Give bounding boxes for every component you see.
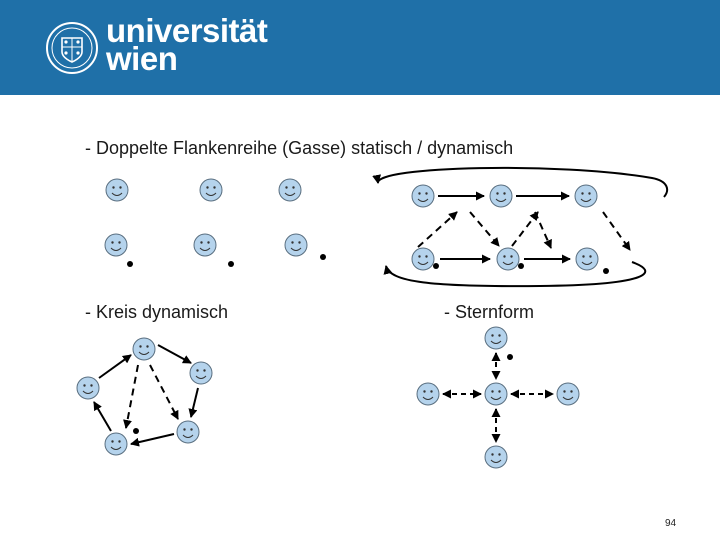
face-icon — [284, 233, 308, 257]
face-icon — [575, 247, 599, 271]
face-icon — [574, 184, 598, 208]
face-icon — [484, 445, 508, 469]
run-arrow — [123, 364, 139, 429]
brand-line1: universität — [106, 12, 268, 49]
pass-arrow — [93, 401, 112, 432]
pass-arrow — [157, 344, 192, 364]
face-icon — [105, 178, 129, 202]
ball-marker — [127, 261, 133, 267]
face-icon — [104, 432, 128, 456]
face-icon — [489, 184, 513, 208]
ball-marker — [518, 263, 524, 269]
face-icon — [556, 382, 580, 406]
brand-line2: wien — [106, 40, 178, 77]
label-stern: - Sternform — [444, 302, 535, 322]
pass-arrow — [188, 387, 199, 418]
run-arrow — [469, 211, 500, 247]
ball-marker — [320, 254, 326, 260]
university-seal-icon — [44, 20, 104, 76]
ball-marker — [433, 263, 439, 269]
face-icon — [278, 178, 302, 202]
run-arrow — [534, 211, 552, 249]
ball-marker — [228, 261, 234, 267]
group-kreis — [76, 337, 213, 456]
face-icon — [199, 178, 223, 202]
run-arrow — [149, 364, 179, 420]
group-stern — [416, 326, 580, 469]
face-icon — [411, 184, 435, 208]
face-icon — [411, 247, 435, 271]
group-gasse-static — [104, 178, 326, 267]
face-icon — [193, 233, 217, 257]
run-arrow — [602, 211, 631, 251]
face-icon — [189, 361, 213, 385]
pass-arrow — [98, 354, 132, 379]
ball-marker — [507, 354, 513, 360]
pass-arrow — [130, 433, 175, 447]
label-gasse: - Doppelte Flankenreihe (Gasse) statisch… — [85, 138, 514, 158]
brand-wordmark: universität wien — [106, 12, 268, 77]
face-icon — [484, 382, 508, 406]
face-icon — [416, 382, 440, 406]
label-kreis: - Kreis dynamisch — [85, 302, 229, 322]
face-icon — [76, 376, 100, 400]
ball-marker — [133, 428, 139, 434]
face-icon — [132, 337, 156, 361]
ball-marker — [603, 268, 609, 274]
header-bar: universität wien — [0, 0, 720, 95]
run-arrow — [511, 211, 539, 247]
arrow-loop-bottom — [383, 261, 647, 288]
face-icon — [176, 420, 200, 444]
face-icon — [104, 233, 128, 257]
run-arrow — [417, 211, 458, 248]
group-gasse-dynamic — [372, 166, 669, 288]
arrow-loop-top — [372, 166, 669, 198]
face-icon — [496, 247, 520, 271]
formation-diagram — [76, 166, 669, 469]
page-number: 94 — [665, 518, 677, 529]
face-icon — [484, 326, 508, 350]
